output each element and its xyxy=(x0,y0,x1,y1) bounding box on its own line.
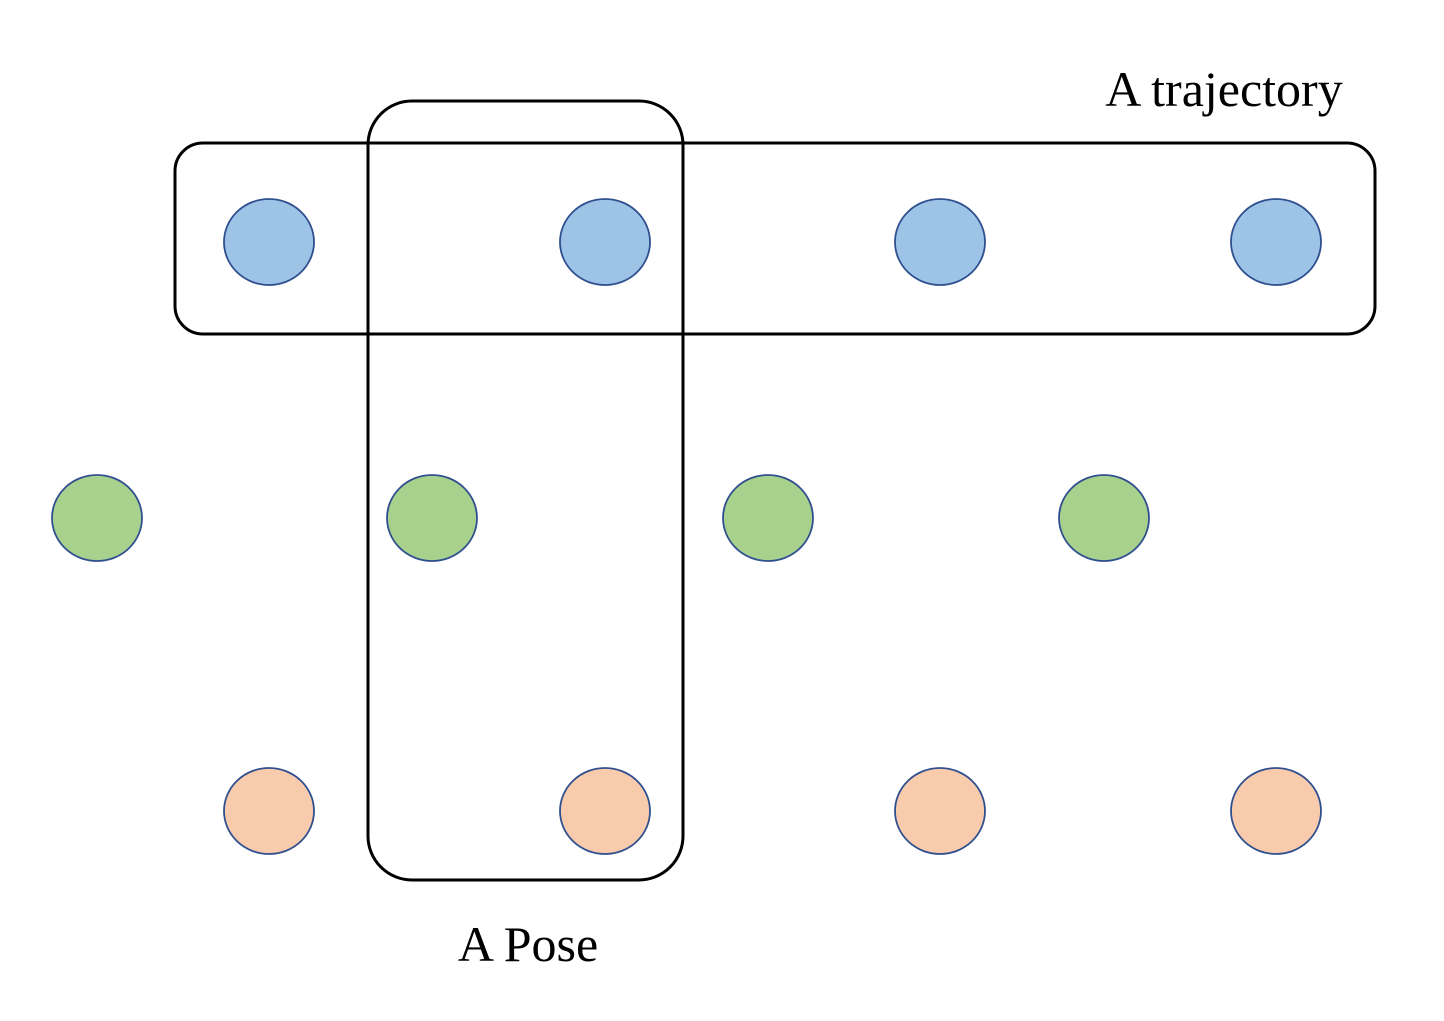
pose-label: A Pose xyxy=(458,916,598,972)
blue-node-4 xyxy=(1230,198,1322,286)
trajectory-box xyxy=(173,141,1377,336)
trajectory-label: A trajectory xyxy=(1105,61,1342,117)
orange-node-4 xyxy=(1230,767,1322,855)
green-node-3 xyxy=(722,474,814,562)
blue-node-2 xyxy=(559,198,651,286)
nodes-layer xyxy=(51,198,1322,855)
orange-node-3 xyxy=(894,767,986,855)
blue-node-1 xyxy=(223,198,315,286)
blue-node-3 xyxy=(894,198,986,286)
orange-node-2 xyxy=(559,767,651,855)
orange-node-1 xyxy=(223,767,315,855)
green-node-2 xyxy=(386,474,478,562)
pose-box xyxy=(366,99,685,882)
green-node-1 xyxy=(51,474,143,562)
green-node-4 xyxy=(1058,474,1150,562)
